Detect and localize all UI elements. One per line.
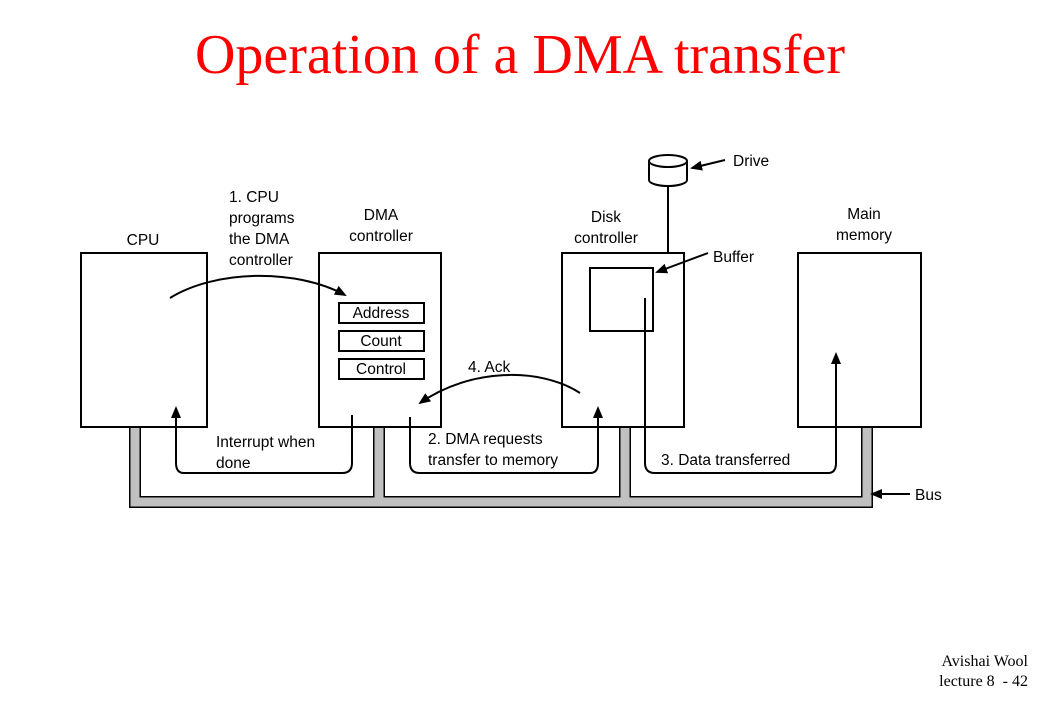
disk-controller-label-2: controller [574,230,638,247]
buffer-label: Buffer [713,249,754,266]
step4-label: 4. Ack [468,359,510,376]
drive-icon [648,154,688,187]
step1-label-3: the DMA [229,231,290,248]
main-memory-box [797,252,922,428]
step2-label-2: transfer to memory [428,452,558,469]
step1-label-1: 1. CPU [229,189,279,206]
footer-author: Avishai Wool [941,653,1028,670]
drive-pointer [690,159,726,171]
system-bus [129,427,873,508]
step2-label-1: 2. DMA requests [428,431,543,448]
cpu-box [80,252,208,428]
slide-footer: Avishai Wool lecture 8 - 42 [939,652,1028,692]
count-register-label: Count [360,333,402,350]
step1-arrow [169,274,347,299]
slide-title: Operation of a DMA transfer [194,24,845,86]
interrupt-label-1: Interrupt when [216,434,315,451]
step1-label-4: controller [229,252,293,269]
step3-arrow [644,298,841,474]
cpu-label: CPU [127,232,160,249]
count-register [338,330,425,352]
control-register-label: Control [356,361,406,378]
interrupt-arrow [171,406,353,474]
step1-label-2: programs [229,210,295,227]
footer-page: lecture 8 - 42 [939,673,1028,690]
control-register [338,358,425,380]
main-memory-label-2: memory [836,227,892,244]
address-register-label: Address [353,305,410,322]
bus-label: Bus [915,487,942,504]
interrupt-label-2: done [216,455,250,472]
main-memory-label-1: Main [847,206,881,223]
dma-controller-label-2: controller [349,228,413,245]
buffer-pointer [655,252,709,274]
address-register [338,302,425,324]
step4-arrow [418,374,581,405]
dma-controller-label-1: DMA [364,207,399,224]
drive-label: Drive [733,153,769,170]
disk-controller-label-1: Disk [591,209,621,226]
step3-label: 3. Data transferred [661,452,790,469]
step2-arrow [409,406,603,474]
buffer-box [589,267,654,332]
